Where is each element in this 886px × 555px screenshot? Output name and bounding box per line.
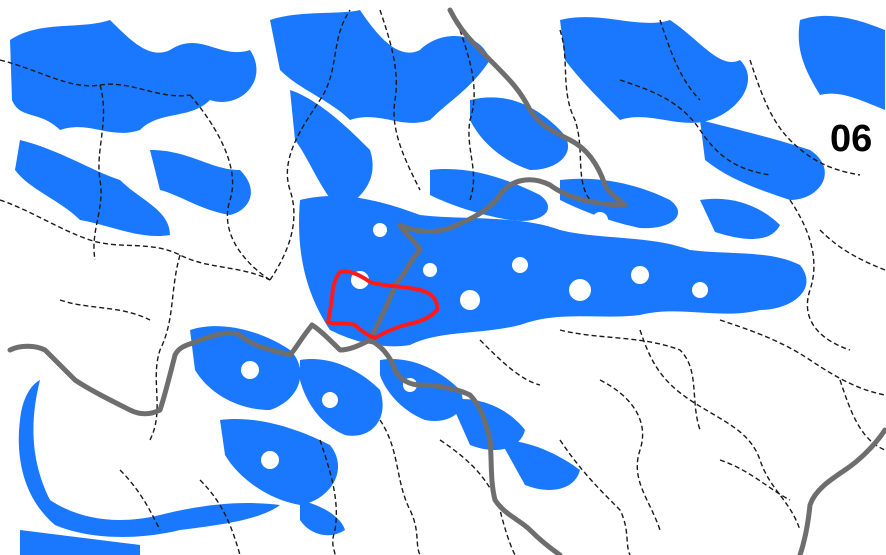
major-border-layer <box>7 7 886 555</box>
map-sheet-label: 06 <box>830 118 873 160</box>
admin-boundaries-layer <box>0 9 886 555</box>
highlighted-region-outline[interactable] <box>326 269 440 340</box>
water-coverage-layer <box>10 10 885 555</box>
